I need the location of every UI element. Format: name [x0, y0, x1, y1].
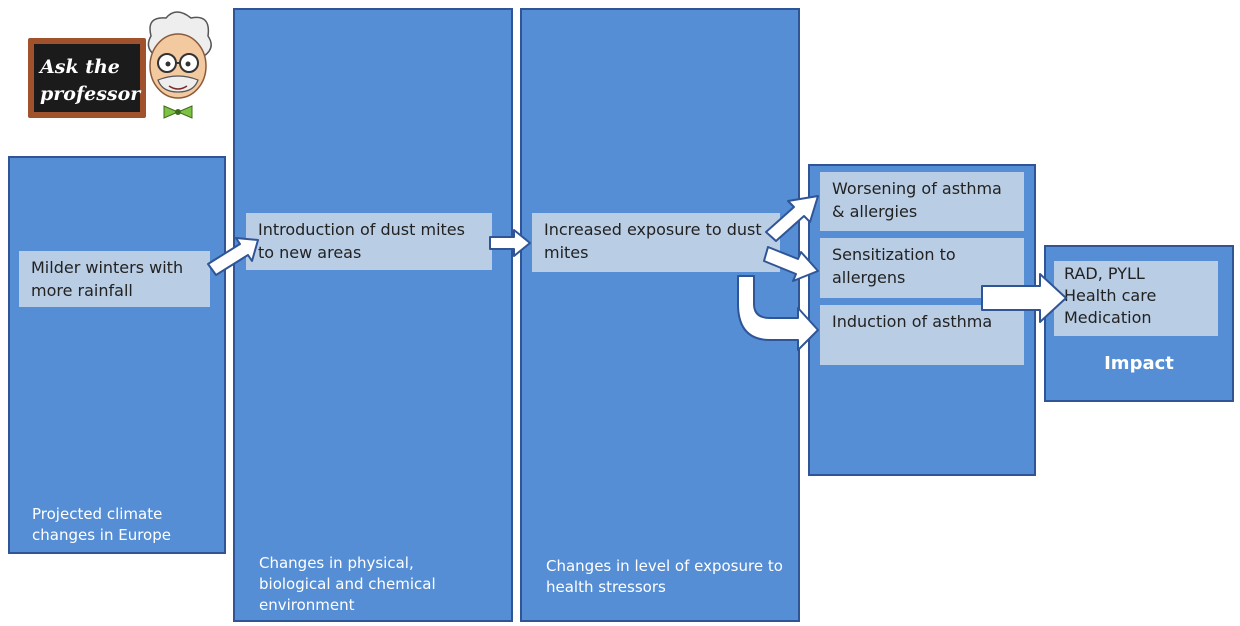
column-environment-changes: Changes in physical, biological and chem…	[233, 8, 513, 622]
impact-item-rad-pyll: RAD, PYLL	[1064, 264, 1145, 283]
impact-label: Impact	[1104, 353, 1174, 374]
column-label-climate: Projected climate changes in Europe	[32, 505, 171, 544]
column-projected-climate: Projected climate changes in Europe	[8, 156, 226, 554]
box-milder-winters: Milder winters with more rainfall	[19, 251, 210, 307]
ask-the-professor-logo: Ask the professor	[26, 8, 226, 128]
professor-icon	[147, 11, 212, 119]
box-impact-items: RAD, PYLL Health care Medication	[1054, 261, 1218, 336]
impact-item-health-care: Health care	[1064, 286, 1157, 305]
column-label-environment: Changes in physical, biological and chem…	[259, 554, 436, 614]
column-exposure-changes: Changes in level of exposure to health s…	[520, 8, 800, 622]
box-introduction-dust-mites: Introduction of dust mites to new areas	[246, 213, 492, 270]
column-label-exposure: Changes in level of exposure to health s…	[546, 557, 783, 596]
impact-item-medication: Medication	[1064, 308, 1152, 327]
logo-text-line1: Ask the	[38, 56, 120, 78]
box-induction-asthma: Induction of asthma	[820, 305, 1024, 365]
logo-text-line2: professor	[40, 83, 142, 105]
box-sensitization: Sensitization to allergens	[820, 238, 1024, 298]
box-worsening-asthma: Worsening of asthma & allergies	[820, 172, 1024, 231]
box-increased-exposure: Increased exposure to dust mites	[532, 213, 780, 272]
